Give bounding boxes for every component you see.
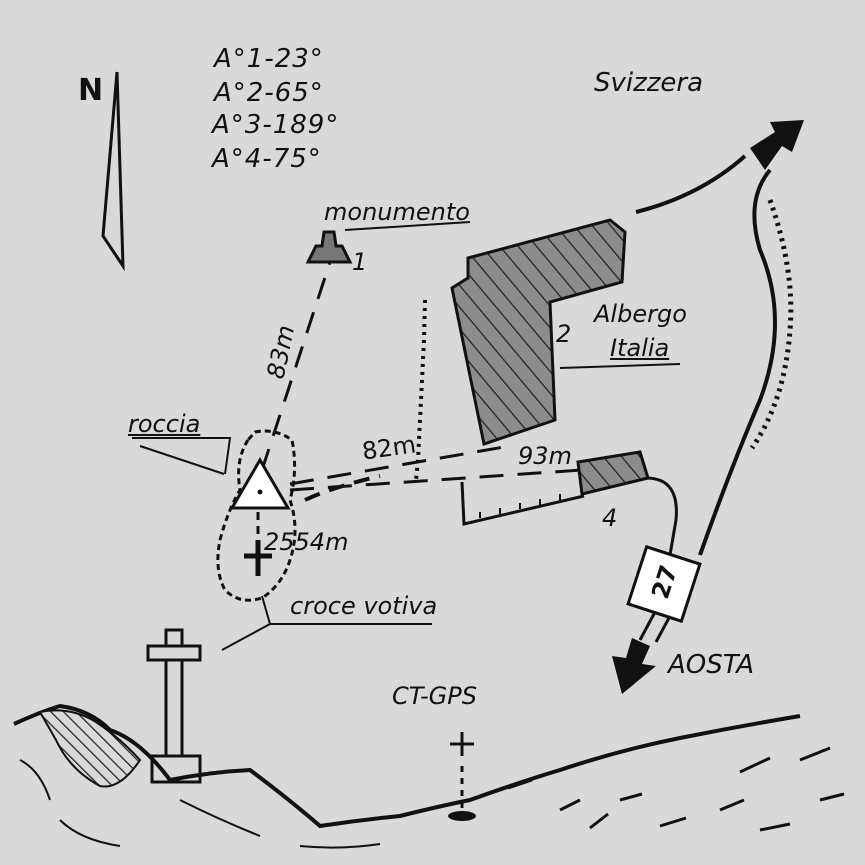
slope-left (414, 299, 427, 481)
point-2-label: 2 (556, 320, 572, 348)
survey-triangle-icon (229, 457, 291, 510)
point-1-label: 1 (352, 248, 368, 276)
svizzera-arrow-icon (750, 120, 804, 170)
monument-leader-line (344, 221, 471, 231)
roccia-label: roccia (128, 410, 201, 438)
elevation-label: 2554m (264, 528, 349, 556)
aosta-arrow-icon (612, 638, 656, 694)
rock-hatching-left (38, 709, 142, 788)
votive-cross-icon (244, 540, 272, 576)
monumento-label: monumento (324, 198, 470, 226)
roccia-leader-line (132, 437, 232, 475)
rock-outline (216, 429, 297, 602)
azimuth-1: A°1-23° (214, 44, 324, 74)
aosta-label: AOSTA (668, 650, 755, 680)
hotel-building (450, 218, 627, 446)
albergo-label-line1: Albergo (594, 300, 687, 328)
distance-point-4: 93m (518, 442, 572, 470)
access-road (645, 476, 678, 556)
mountain-ridge (13, 703, 801, 829)
north-arrow-icon (101, 71, 125, 272)
north-label: N (78, 73, 104, 108)
summit-cross-icon (146, 628, 202, 784)
monument-icon (305, 230, 353, 264)
ct-gps-label: CT-GPS (392, 682, 477, 710)
building-4 (576, 450, 650, 496)
albergo-label-line2: Italia (610, 334, 670, 362)
croce-votiva-leader-line (221, 623, 432, 651)
azimuth-3: A°3-189° (212, 110, 340, 140)
azimuth-4: A°4-75° (212, 144, 322, 174)
main-road (698, 168, 777, 556)
point-4-label: 4 (602, 504, 618, 532)
albergo-leader-line (559, 363, 681, 369)
svizzera-label: Svizzera (594, 68, 704, 98)
croce-votiva-label: croce votiva (290, 592, 438, 620)
gps-marker-icon (448, 732, 476, 821)
rock-hatching-right (507, 746, 845, 832)
azimuth-2: A°2-65° (214, 78, 324, 108)
terrace (460, 481, 585, 526)
road-to-svizzera (635, 154, 747, 214)
distance-albergo: 82m (360, 430, 418, 466)
line-to-monument (260, 261, 332, 471)
